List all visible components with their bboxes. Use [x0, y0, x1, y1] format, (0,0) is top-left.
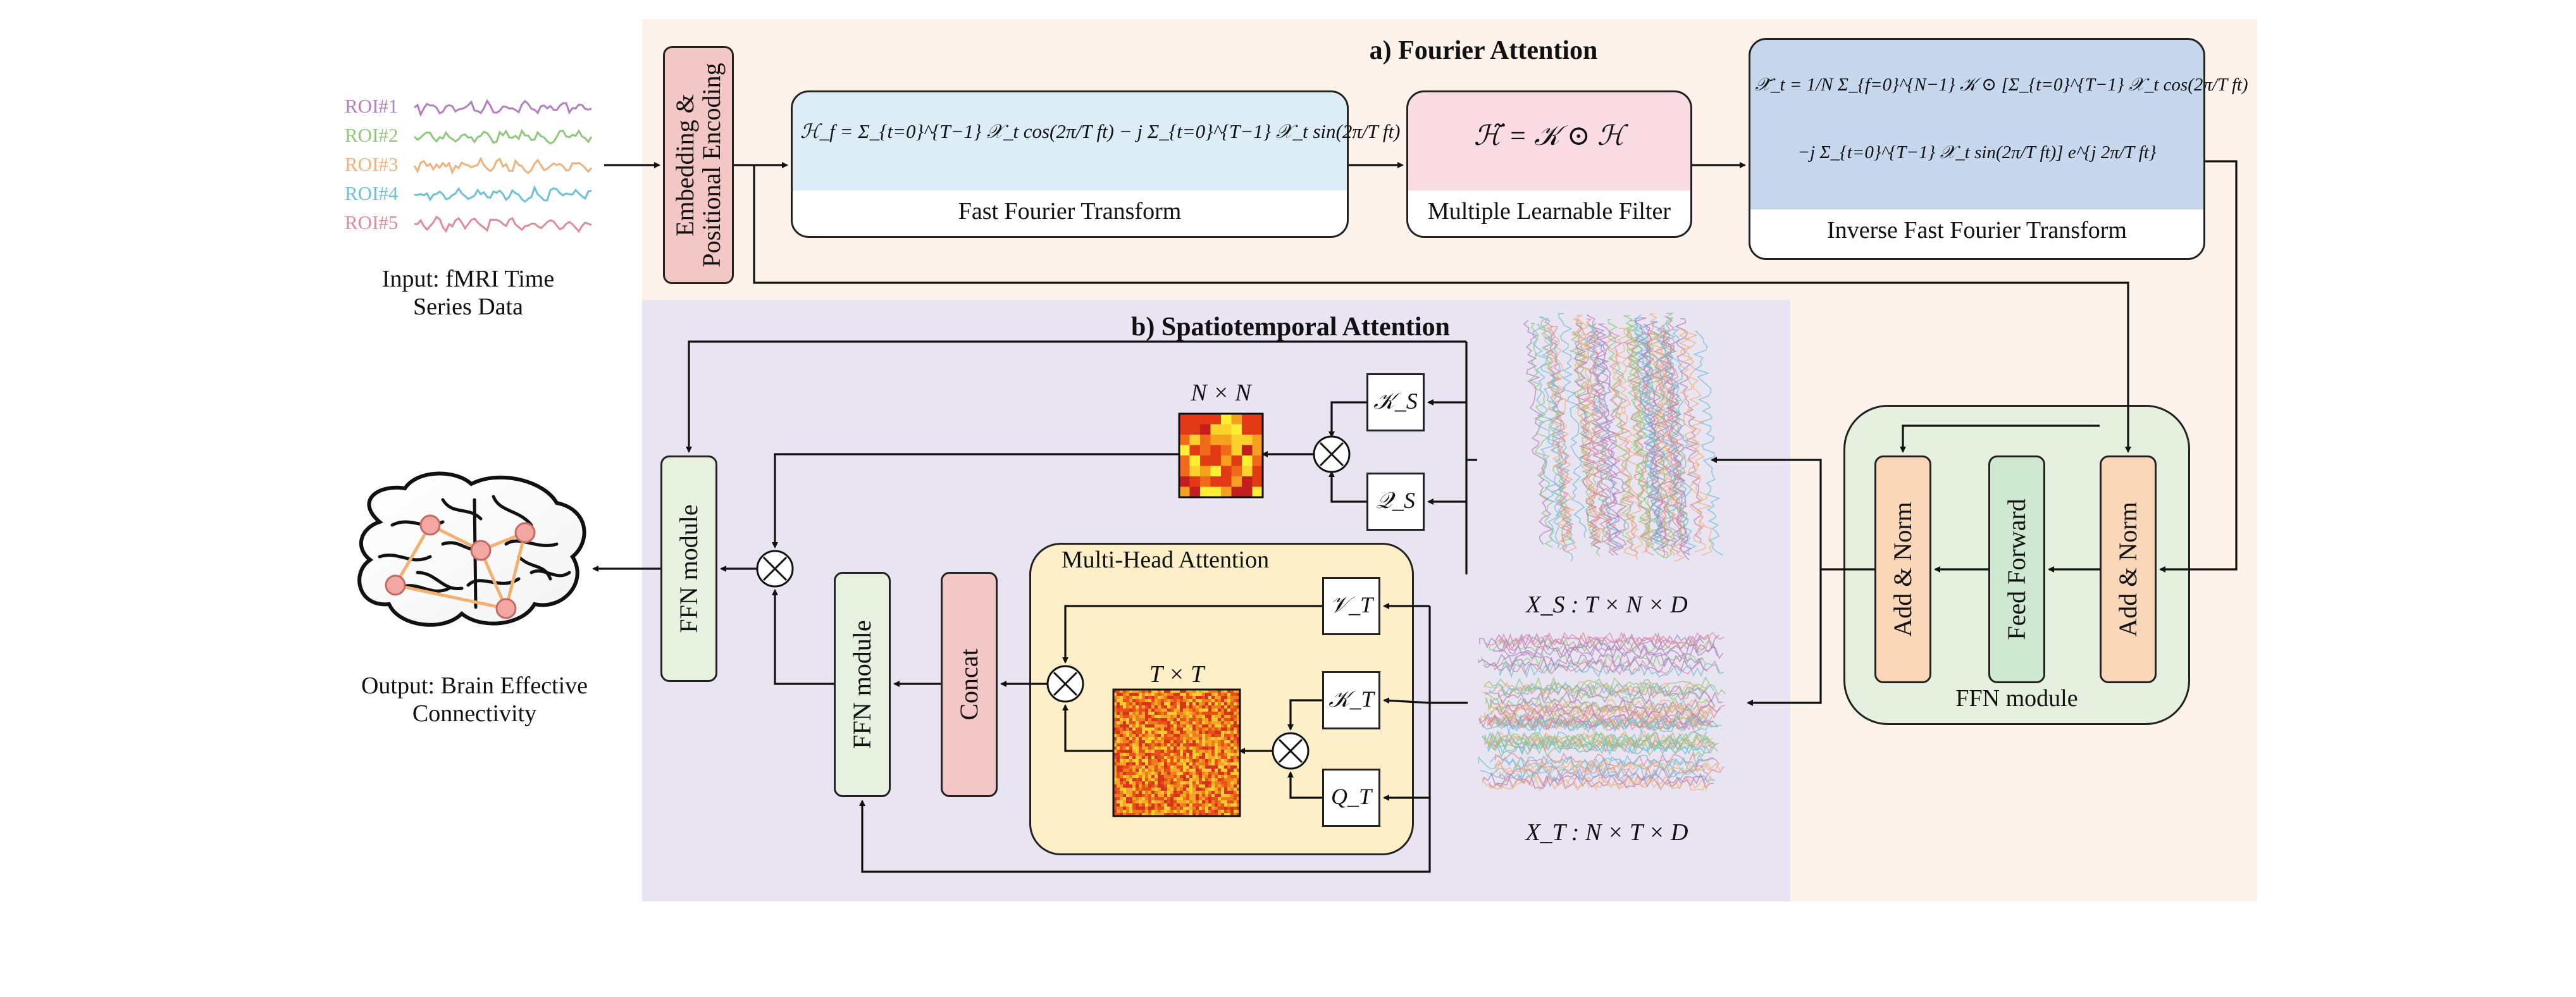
- ffn-module-left: [660, 455, 717, 682]
- input-caption: Input: fMRI Time Series Data: [329, 266, 607, 321]
- xt-label: X_T : N × T × D: [1525, 819, 1688, 846]
- roi-node: [385, 574, 406, 596]
- roi-label-4: ROI#4: [345, 182, 399, 204]
- feed-forward-block: [1988, 455, 2045, 683]
- key-spatial-label: 𝒦_S: [1373, 388, 1418, 414]
- ifft-formula-line1: 𝒳̃_t = 1/N Σ_{f=0}^{N−1} 𝒦 ⊙ [Σ_{t=0}^{T…: [1755, 75, 2248, 95]
- output-caption-line1: Output: Brain Effective: [361, 672, 588, 699]
- roi-label-1: ROI#1: [345, 95, 399, 117]
- roi-waveform: [414, 185, 592, 203]
- embedding-label-line1: Embedding &: [671, 94, 699, 237]
- roi-waveform: [413, 156, 593, 175]
- ffn-inner-label: FFN module: [848, 620, 876, 749]
- concat-label: Concat: [955, 648, 983, 721]
- brain-fold: [441, 498, 483, 521]
- tt-matrix-label: T × T: [1149, 661, 1204, 688]
- embedding-label-line2: Positional Encoding: [697, 63, 726, 268]
- query-spatial-box: [1366, 473, 1425, 531]
- fft-formula: ℋ_f = Σ_{t=0}^{T−1} 𝒳_t cos(2π/T ft) − j…: [800, 120, 1401, 142]
- key-temporal-box: [1322, 671, 1380, 729]
- roi-waveforms: [413, 99, 593, 233]
- filter-label: Multiple Learnable Filter: [1427, 198, 1671, 225]
- ifft-formula-line2: −j Σ_{t=0}^{T−1} 𝒳_t sin(2π/T ft)] e^{j …: [1797, 142, 2157, 163]
- value-temporal-label: 𝒱_T: [1329, 592, 1373, 617]
- roi-waveform: [414, 215, 592, 233]
- fourier-attention-title: a) Fourier Attention: [1369, 36, 1598, 65]
- add-norm-block-1: [1874, 455, 1931, 683]
- value-temporal-box: [1322, 577, 1380, 635]
- roi-label-2: ROI#2: [345, 124, 399, 146]
- ffn-module-inner: [834, 572, 891, 797]
- roi-waveform: [414, 99, 592, 117]
- connectivity-link: [395, 583, 507, 610]
- brain-fold: [416, 571, 464, 591]
- connectivity-link: [479, 550, 508, 609]
- brain-fold: [378, 554, 432, 562]
- brain-fold: [529, 569, 571, 578]
- roi-node: [495, 598, 517, 619]
- output-caption-line2: Connectivity: [412, 700, 537, 727]
- roi-node: [419, 514, 441, 536]
- brain-fold: [492, 495, 533, 527]
- key-temporal-label: 𝒦_T: [1328, 686, 1374, 712]
- roi-label-3: ROI#3: [345, 153, 399, 175]
- query-spatial-label: 𝒬_S: [1376, 488, 1415, 513]
- input-caption-line1: Input: fMRI Time: [381, 266, 555, 292]
- query-temporal-label: Q_T: [1330, 784, 1372, 809]
- brain-fold: [504, 539, 559, 547]
- input-caption-line2: Series Data: [412, 293, 524, 320]
- ifft-label: Inverse Fast Fourier Transform: [1827, 217, 2127, 244]
- brain-fold: [473, 498, 478, 609]
- spatiotemporal-attention-title: b) Spatiotemporal Attention: [1131, 313, 1450, 342]
- brain-outline: [357, 471, 586, 627]
- fft-label: Fast Fourier Transform: [958, 198, 1182, 225]
- ffn-right-caption: FFN module: [1955, 685, 2078, 712]
- brain-icon: [357, 471, 586, 627]
- brain-fold: [441, 541, 489, 552]
- brain-fold: [397, 584, 451, 593]
- connectivity-link: [393, 524, 432, 586]
- add-norm-label-1: Add & Norm: [1888, 502, 1917, 637]
- filter-formula: ℋ̃ = 𝒦 ⊙ ℋ: [1473, 120, 1625, 151]
- embedding-label: Embedding & Positional Encoding: [671, 63, 726, 268]
- output-caption: Output: Brain Effective Connectivity: [329, 672, 620, 728]
- connectivity-link: [429, 523, 482, 552]
- brain-fold: [517, 555, 552, 581]
- roi-label-5: ROI#5: [345, 211, 399, 233]
- add-norm-block-2: [2100, 455, 2157, 683]
- add-norm-label-2: Add & Norm: [2114, 502, 2142, 637]
- nn-matrix-label: N × N: [1191, 380, 1251, 406]
- xs-label: X_S : T × N × D: [1526, 591, 1688, 618]
- concat-block: [941, 572, 998, 797]
- roi-node: [470, 540, 492, 561]
- roi-node: [514, 522, 536, 543]
- brain-fold: [390, 520, 445, 527]
- ffn-left-label: FFN module: [674, 504, 703, 633]
- roi-waveform: [413, 128, 593, 145]
- connectivity-link: [480, 531, 526, 552]
- brain-fold: [466, 577, 521, 587]
- embedding-positional-encoding-block: [663, 46, 734, 284]
- mha-title: Multi-Head Attention: [1061, 547, 1270, 573]
- feed-forward-label: Feed Forward: [2002, 498, 2031, 640]
- connectivity-link: [504, 532, 527, 609]
